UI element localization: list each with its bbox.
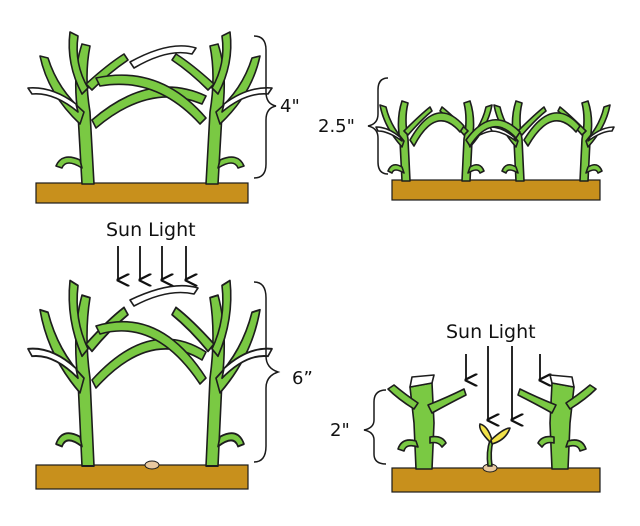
soil-strip xyxy=(391,467,601,493)
grass-plant-icon xyxy=(489,100,547,182)
panel-top-left: 4" xyxy=(27,31,300,204)
seedling-icon xyxy=(478,423,511,473)
panel-bottom-left: Sun Light 6” xyxy=(27,219,313,490)
height-brace-icon xyxy=(253,281,281,463)
panel-bottom-right: Sun Light 2" xyxy=(330,321,601,493)
height-brace-icon xyxy=(253,35,277,179)
arching-leaf xyxy=(129,284,199,307)
height-label-4in: 4" xyxy=(280,96,300,117)
grass-plant-icon xyxy=(171,279,273,467)
grass-plant-icon xyxy=(387,374,467,470)
grass-plant-icon xyxy=(517,374,597,470)
grass-plant-icon xyxy=(27,279,129,467)
arching-leaf xyxy=(95,74,207,125)
soil-strip xyxy=(35,182,249,204)
soil-strip xyxy=(35,464,249,490)
arching-leaf xyxy=(409,112,465,147)
height-brace-icon xyxy=(363,389,387,465)
sunlight-label: Sun Light xyxy=(446,321,536,343)
arching-leaf xyxy=(465,118,521,147)
height-brace-icon xyxy=(367,77,389,175)
height-label-2in: 2" xyxy=(330,420,350,441)
height-label-6in: 6” xyxy=(292,368,313,389)
grass-plant-icon xyxy=(375,100,433,182)
seed-icon xyxy=(144,460,160,470)
sunlight-label: Sun Light xyxy=(106,219,196,241)
panel-top-right: 2.5" xyxy=(318,77,615,201)
arching-leaf xyxy=(523,112,581,147)
soil-strip xyxy=(391,179,601,201)
arching-leaf xyxy=(91,338,207,389)
height-label-2-5in: 2.5" xyxy=(318,116,355,137)
arching-leaf xyxy=(129,45,197,69)
grass-plant-icon xyxy=(557,100,615,182)
arching-leaf xyxy=(95,320,207,385)
